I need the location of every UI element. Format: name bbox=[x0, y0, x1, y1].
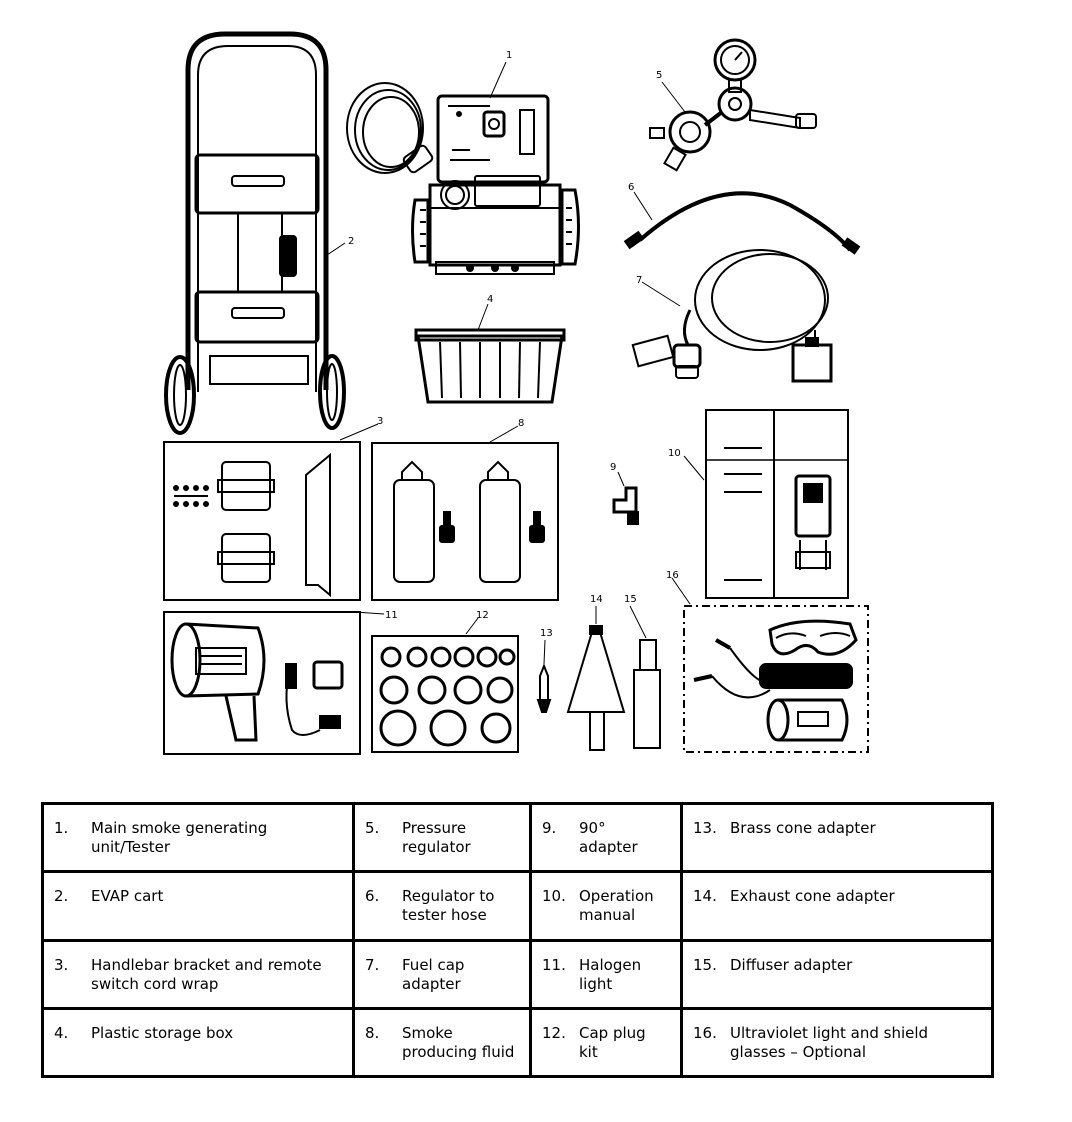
brass-cone-drawing bbox=[536, 663, 552, 713]
legend-cell: 14. Exhaust cone adapter bbox=[680, 870, 994, 942]
legend-cell: 10. Operation manual bbox=[529, 870, 683, 942]
smoke-fluid-drawing bbox=[371, 442, 559, 601]
legend-label: Brass cone adapter bbox=[730, 819, 876, 837]
legend-label: 90° adapter bbox=[579, 819, 638, 856]
legend-label: EVAP cart bbox=[91, 887, 164, 906]
legend-label: Fuel cap adapter bbox=[402, 955, 465, 993]
table-row: 2. EVAP cart 6. Regulator to tester hose 1… bbox=[41, 870, 994, 942]
legend-label: Pressure regulator bbox=[402, 819, 471, 856]
legend-label: Main smoke generating unit/Tester bbox=[91, 819, 268, 856]
diffuser-adapter-drawing bbox=[633, 639, 661, 749]
legend-number: 10. bbox=[542, 887, 566, 906]
legend-cell: 1. Main smoke generating unit/Tester bbox=[41, 801, 355, 874]
callout-4: 4 bbox=[487, 294, 493, 305]
legend-cell: 5. Pressure regulator bbox=[352, 801, 532, 874]
legend-cell: 7. Fuel cap adapter bbox=[352, 938, 532, 1010]
legend-number: 9. bbox=[542, 819, 557, 837]
legend-label: Operation manual bbox=[579, 887, 654, 925]
table-row: 3. Handlebar bracket and remote switch co… bbox=[41, 938, 994, 1010]
bracket-kit-drawing bbox=[163, 441, 361, 601]
pressure-regulator-drawing bbox=[649, 38, 817, 172]
legend-cell: 4. Plastic storage box bbox=[41, 1006, 355, 1079]
legend-label: Regulator to tester hose bbox=[402, 887, 495, 925]
table-row: 1. Main smoke generating unit/Tester 5. Pr… bbox=[41, 801, 994, 874]
callout-11: 11 bbox=[385, 610, 398, 621]
legend-label: Smoke producing fluid bbox=[402, 1023, 515, 1061]
legend-label: Diffuser adapter bbox=[730, 955, 853, 974]
legend-number: 3. bbox=[54, 955, 69, 974]
evap-cart-drawing bbox=[164, 31, 346, 435]
callout-1: 1 bbox=[506, 50, 512, 61]
callout-16: 16 bbox=[666, 570, 679, 581]
legend-label: Handlebar bracket and remote switch cord… bbox=[91, 955, 322, 993]
parts-illustration: 2 1 4 bbox=[163, 31, 869, 755]
callout-9: 9 bbox=[610, 462, 616, 473]
legend-cell: 3. Handlebar bracket and remote switch co… bbox=[41, 938, 355, 1010]
legend-number: 16. bbox=[693, 1023, 717, 1042]
callout-14: 14 bbox=[590, 594, 603, 605]
callout-10: 10 bbox=[668, 448, 681, 459]
callout-13: 13 bbox=[540, 628, 553, 639]
legend-label: Cap plug kit bbox=[579, 1023, 646, 1061]
fuel-cap-adapter-drawing bbox=[631, 249, 833, 383]
legend-number: 15. bbox=[693, 955, 717, 974]
halogen-light-drawing bbox=[163, 611, 361, 755]
legend-number: 6. bbox=[365, 887, 380, 906]
exhaust-cone-drawing bbox=[566, 625, 626, 751]
legend-cell: 2. EVAP cart bbox=[41, 870, 355, 942]
callout-3: 3 bbox=[377, 416, 383, 427]
legend-label: Exhaust cone adapter bbox=[730, 887, 895, 906]
callout-5: 5 bbox=[656, 70, 662, 81]
table-row: 4. Plastic storage box 8. Smoke producing … bbox=[41, 1006, 994, 1079]
callout-15: 15 bbox=[624, 594, 637, 605]
callout-6: 6 bbox=[628, 182, 634, 193]
legend-number: 11. bbox=[542, 955, 566, 974]
parts-legend-table: 1. Main smoke generating unit/Tester 5. Pr… bbox=[41, 801, 994, 1079]
legend-cell: 13. Brass cone adapter bbox=[680, 801, 994, 874]
remote-cord-drawing bbox=[346, 82, 434, 174]
callout-12: 12 bbox=[476, 610, 489, 621]
legend-number: 5. bbox=[365, 819, 380, 837]
callout-7: 7 bbox=[636, 275, 642, 286]
smoke-unit-drawing bbox=[411, 94, 580, 275]
uv-light-kit-drawing bbox=[683, 605, 869, 753]
legend-cell: 6. Regulator to tester hose bbox=[352, 870, 532, 942]
cap-plug-kit-drawing bbox=[371, 635, 519, 753]
legend-number: 12. bbox=[542, 1023, 566, 1042]
legend-number: 1. bbox=[54, 819, 69, 837]
legend-cell: 15. Diffuser adapter bbox=[680, 938, 994, 1010]
legend-cell: 11. Halogen light bbox=[529, 938, 683, 1010]
legend-number: 4. bbox=[54, 1023, 69, 1042]
legend-cell: 9. 90° adapter bbox=[529, 801, 683, 874]
callout-2: 2 bbox=[348, 236, 354, 247]
legend-number: 8. bbox=[365, 1023, 380, 1042]
operation-manual-drawing bbox=[705, 409, 849, 599]
legend-number: 7. bbox=[365, 955, 380, 974]
legend-label: Halogen light bbox=[579, 955, 642, 993]
legend-number: 13. bbox=[693, 819, 717, 837]
legend-number: 14. bbox=[693, 887, 717, 906]
legend-number: 2. bbox=[54, 887, 69, 906]
regulator-hose-drawing bbox=[623, 191, 861, 255]
legend-cell: 12. Cap plug kit bbox=[529, 1006, 683, 1079]
storage-box-drawing bbox=[414, 328, 566, 404]
legend-cell: 8. Smoke producing fluid bbox=[352, 1006, 532, 1079]
legend-label: Ultraviolet light and shield glasses – O… bbox=[730, 1023, 929, 1061]
callout-8: 8 bbox=[518, 418, 524, 429]
ninety-degree-adapter-drawing bbox=[612, 486, 639, 525]
legend-cell: 16. Ultraviolet light and shield glasses … bbox=[680, 1006, 994, 1079]
legend-label: Plastic storage box bbox=[91, 1023, 234, 1042]
